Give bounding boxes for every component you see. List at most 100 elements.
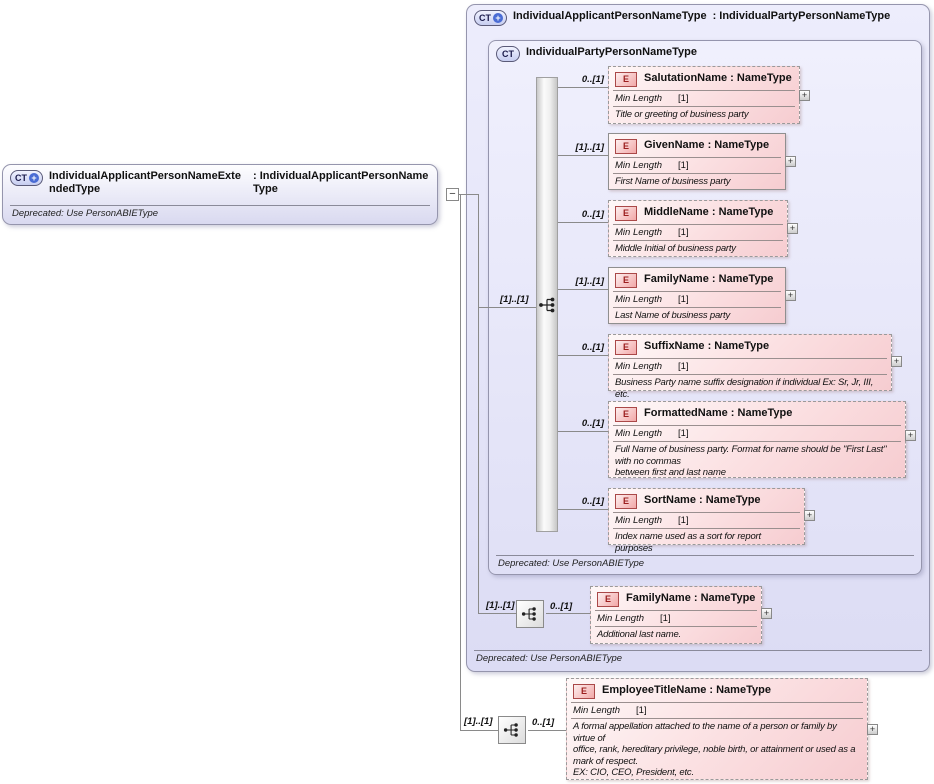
connector-line	[528, 730, 566, 731]
complextype-icon: CT	[496, 46, 520, 62]
expand-icon[interactable]: +	[761, 608, 772, 619]
element-title: FamilyName : NameType	[626, 592, 756, 604]
deprecated-note: Deprecated: Use PersonABIEType	[496, 555, 914, 572]
divider	[613, 358, 887, 359]
element-description: First Name of business party	[615, 176, 731, 187]
facet-value: [1]	[678, 294, 689, 305]
facet-row: Min Length [1]	[609, 225, 787, 239]
facet-value: [1]	[678, 428, 689, 439]
cardinality-label: 0..[1]	[581, 209, 604, 220]
element-title: FormattedName : NameType	[644, 407, 793, 419]
element-header: E GivenName : NameType	[609, 134, 785, 156]
complextype-name: IndividualApplicantPersonNameType	[513, 10, 707, 22]
divider	[613, 291, 781, 292]
branch-line	[558, 355, 608, 356]
expand-icon[interactable]: +	[799, 90, 810, 101]
cardinality-label: [1]..[1]	[575, 142, 605, 153]
cardinality-label: 0..[1]	[581, 74, 604, 85]
element-box-familyname[interactable]: E FamilyName : NameType Min Length [1] L…	[608, 267, 786, 324]
derivation-plus-icon: +	[29, 173, 39, 183]
complextype-name: IndividualPartyPersonNameType	[526, 46, 697, 58]
divider	[613, 90, 795, 91]
cardinality-label: [1]..[1]	[486, 600, 515, 611]
facet-row: Min Length [1]	[609, 359, 891, 373]
facet-label: Min Length	[615, 515, 663, 526]
element-title: EmployeeTitleName : NameType	[602, 684, 771, 696]
element-box-employeetitlename[interactable]: E EmployeeTitleName : NameType Min Lengt…	[566, 678, 868, 780]
cardinality-label: 0..[1]	[581, 418, 604, 429]
divider	[613, 157, 781, 158]
element-icon: E	[615, 206, 637, 221]
element-box-formattedname[interactable]: E FormattedName : NameType Min Length [1…	[608, 401, 906, 478]
complextype-basetype: : IndividualPartyPersonNameType	[712, 10, 891, 22]
cardinality-label: 0..[1]	[581, 496, 604, 507]
facet-row: Min Length [1]	[609, 426, 905, 440]
complextype-header: CT+ IndividualApplicantPersonNameType : …	[467, 5, 929, 28]
sequence-node[interactable]	[498, 716, 526, 744]
facet-value: [1]	[678, 227, 689, 238]
divider	[613, 307, 781, 308]
element-icon: E	[597, 592, 619, 607]
connector-line	[546, 613, 590, 614]
facet-row: Min Length [1]	[609, 91, 799, 105]
expand-icon[interactable]: +	[891, 356, 902, 367]
complextype-box-individualapplicantpersonnameextendedtype[interactable]: CT+ IndividualApplicantPersonNameExtende…	[2, 164, 438, 225]
branch-line	[558, 87, 608, 88]
facet-label: Min Length	[615, 160, 663, 171]
facet-row: Min Length [1]	[609, 158, 785, 172]
branch-line	[558, 155, 608, 156]
sequence-icon	[503, 723, 518, 737]
element-description: Business Party name suffix designation i…	[615, 377, 874, 400]
expand-icon[interactable]: +	[867, 724, 878, 735]
element-icon: E	[615, 72, 637, 87]
facet-value: [1]	[660, 613, 671, 624]
element-box-salutationname[interactable]: E SalutationName : NameType Min Length […	[608, 66, 800, 124]
cardinality-label: 0..[1]	[550, 601, 573, 612]
facet-label: Min Length	[573, 705, 621, 716]
facet-label: Min Length	[615, 294, 663, 305]
divider	[613, 240, 783, 241]
divider	[613, 374, 887, 375]
complextype-derived-icon: CT+	[10, 170, 43, 186]
ct-badge-label: CT	[479, 13, 491, 23]
ct-badge-label: CT	[15, 173, 27, 183]
complextype-header: CT IndividualPartyPersonNameType	[489, 41, 921, 64]
facet-value: [1]	[678, 515, 689, 526]
facet-row: Min Length [1]	[567, 703, 867, 717]
complextype-header: CT+ IndividualApplicantPersonNameExtende…	[3, 165, 437, 198]
divider	[571, 718, 863, 719]
facet-label: Min Length	[615, 361, 663, 372]
divider	[595, 626, 757, 627]
branch-line	[558, 431, 608, 432]
element-icon: E	[573, 684, 595, 699]
facet-value: [1]	[678, 361, 689, 372]
element-box-additional-familyname[interactable]: E FamilyName : NameType Min Length [1] A…	[590, 586, 762, 644]
complextype-basetype: : IndividualApplicantPersonNameType	[253, 170, 429, 195]
expand-icon[interactable]: +	[785, 290, 796, 301]
sequence-bar[interactable]	[536, 77, 558, 532]
sequence-node[interactable]	[516, 600, 544, 628]
facet-value: [1]	[678, 160, 689, 171]
element-box-middlename[interactable]: E MiddleName : NameType Min Length [1] M…	[608, 200, 788, 257]
element-box-givenname[interactable]: E GivenName : NameType Min Length [1] Fi…	[608, 133, 786, 190]
element-icon: E	[615, 273, 637, 288]
cardinality-label: [1]..[1]	[464, 716, 493, 727]
complextype-name: IndividualApplicantPersonNameExtendedTyp…	[49, 170, 241, 195]
element-icon: E	[615, 139, 637, 154]
collapse-toggle[interactable]: −	[446, 188, 459, 201]
connector-line	[459, 194, 479, 195]
expand-icon[interactable]: +	[804, 510, 815, 521]
divider	[613, 528, 800, 529]
element-box-sortname[interactable]: E SortName : NameType Min Length [1] Ind…	[608, 488, 805, 554]
element-box-suffixname[interactable]: E SuffixName : NameType Min Length [1] B…	[608, 334, 892, 400]
element-header: E EmployeeTitleName : NameType	[567, 679, 867, 701]
expand-icon[interactable]: +	[785, 156, 796, 167]
facet-value: [1]	[678, 93, 689, 104]
sequence-icon	[539, 297, 555, 313]
facet-row: Min Length [1]	[609, 513, 804, 527]
expand-icon[interactable]: +	[787, 223, 798, 234]
element-description: Middle Initial of business party	[615, 243, 736, 254]
expand-icon[interactable]: +	[905, 430, 916, 441]
facet-row: Min Length [1]	[591, 611, 761, 625]
